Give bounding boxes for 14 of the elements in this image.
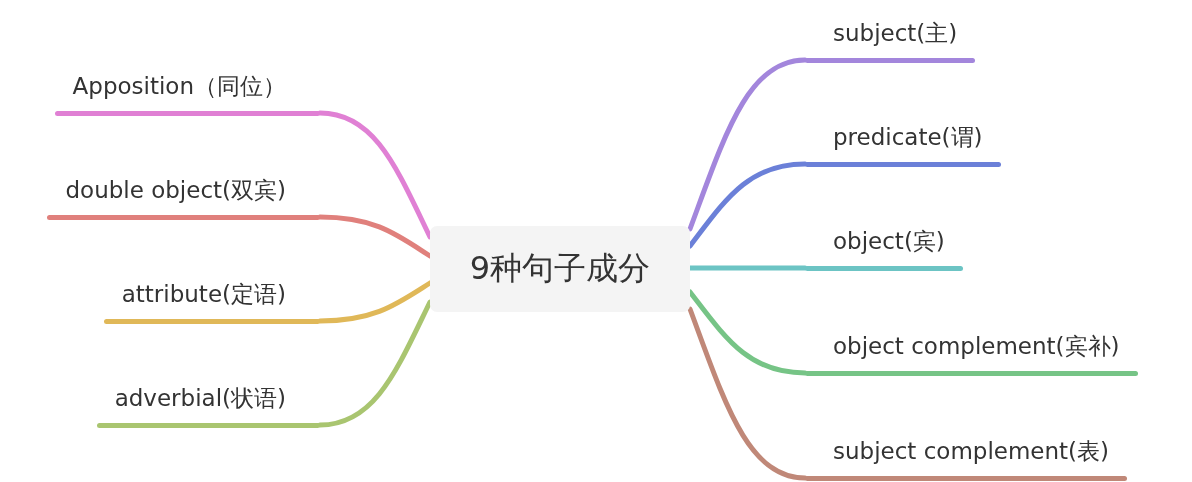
- branch-topic: predicate(谓): [805, 121, 1001, 167]
- branch-connector: [317, 110, 433, 240]
- branch-connector: [317, 299, 433, 428]
- branch-topic: adverbial(状语): [96, 382, 320, 428]
- branch-topic: double object(双宾): [47, 174, 320, 220]
- branch-topic: object complement(宾补): [805, 330, 1138, 376]
- branch-topic: object(宾): [805, 225, 963, 271]
- branch-topic: subject(主): [805, 17, 976, 63]
- branch-connector: [687, 306, 808, 481]
- branch-topic: subject complement(表): [805, 435, 1128, 481]
- branch-topic: Apposition（同位）: [54, 70, 320, 116]
- branch-connector: [687, 57, 808, 232]
- central-topic: 9种句子成分: [430, 226, 690, 312]
- branch-topic: attribute(定语): [103, 278, 320, 324]
